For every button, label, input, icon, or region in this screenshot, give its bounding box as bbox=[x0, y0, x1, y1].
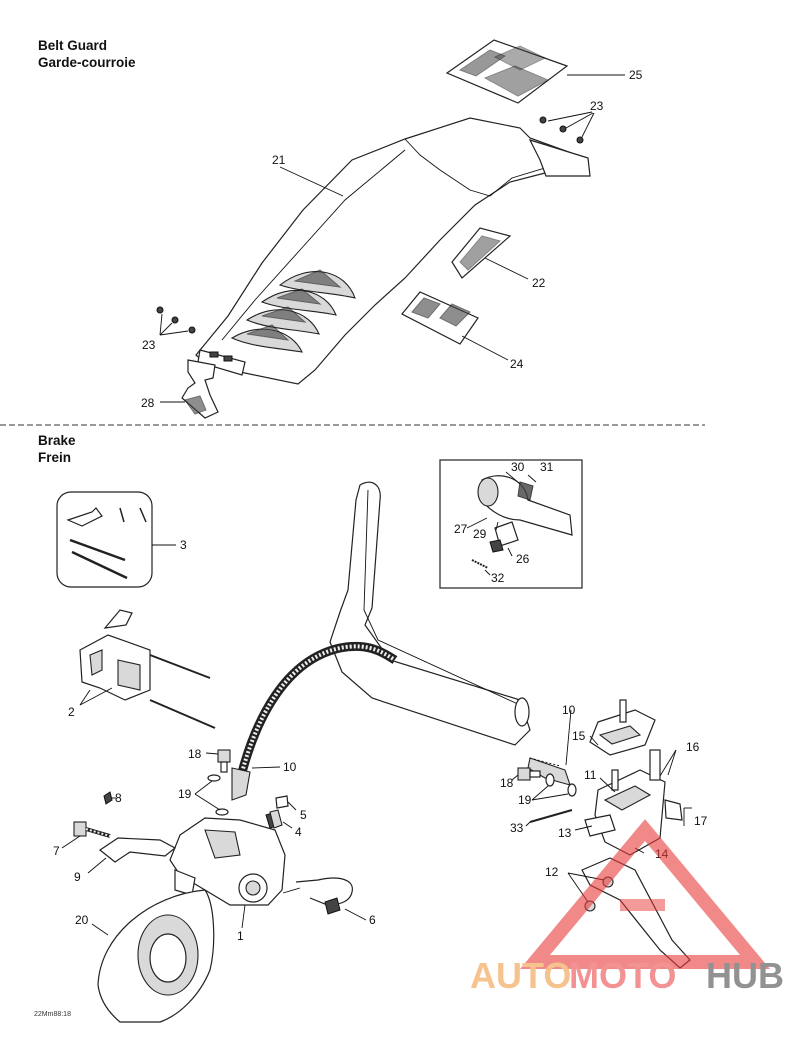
callout-33: 33 bbox=[510, 821, 524, 835]
belt-guard-title-fr: Garde-courroie bbox=[38, 55, 136, 70]
decal-25 bbox=[445, 39, 625, 104]
master-cylinder bbox=[574, 699, 692, 856]
washers-19-left bbox=[194, 774, 229, 816]
callout-16: 16 bbox=[686, 740, 700, 754]
washers-19-right bbox=[531, 773, 577, 801]
bleeder-4 bbox=[269, 809, 293, 829]
callout-31: 31 bbox=[540, 460, 554, 474]
callout-23-left: 23 bbox=[142, 338, 156, 352]
callout-10-right: 10 bbox=[562, 703, 576, 717]
bolt-18-right bbox=[511, 767, 541, 781]
callout-28: 28 bbox=[141, 396, 155, 410]
callout-20: 20 bbox=[75, 913, 89, 927]
callout-15: 15 bbox=[572, 729, 586, 743]
decal-22 bbox=[451, 227, 529, 280]
kit-box-3 bbox=[56, 491, 176, 588]
callout-4: 4 bbox=[295, 825, 302, 839]
bracket-2 bbox=[79, 609, 216, 729]
callout-6: 6 bbox=[369, 913, 376, 927]
watermark-moto: MOTO bbox=[569, 955, 676, 996]
callout-11: 11 bbox=[584, 768, 597, 782]
bolt-7 bbox=[61, 821, 111, 849]
brake-disc-20 bbox=[91, 889, 215, 1023]
callout-13: 13 bbox=[558, 826, 572, 840]
callout-9: 9 bbox=[74, 870, 81, 884]
caliper-1 bbox=[169, 811, 286, 929]
watermark-logo: AUTO MOTO HUB bbox=[470, 819, 784, 996]
bracket-28 bbox=[160, 359, 219, 419]
spring-clip-6 bbox=[282, 877, 367, 921]
brake-title: Brake Frein bbox=[38, 432, 76, 466]
switch-box bbox=[439, 459, 583, 589]
brake-title-fr: Frein bbox=[38, 450, 72, 465]
callout-26: 26 bbox=[516, 552, 530, 566]
callout-22: 22 bbox=[532, 276, 546, 290]
callout-21: 21 bbox=[272, 153, 286, 167]
callout-18-right: 18 bbox=[500, 776, 514, 790]
bolt-18-left bbox=[205, 749, 231, 773]
callout-29: 29 bbox=[473, 527, 487, 541]
callout-2: 2 bbox=[68, 705, 75, 719]
belt-guard-title-en: Belt Guard bbox=[38, 38, 108, 53]
screw-33 bbox=[525, 809, 573, 827]
fastener-23-left bbox=[156, 306, 196, 336]
watermark-auto: AUTO bbox=[470, 955, 571, 996]
callout-10-left: 10 bbox=[283, 760, 297, 774]
lever-9 bbox=[87, 837, 177, 874]
callout-3: 3 bbox=[180, 538, 187, 552]
brake-title-en: Brake bbox=[38, 433, 76, 448]
belt-guard-title: Belt Guard Garde-courroie bbox=[38, 37, 136, 71]
callout-24: 24 bbox=[510, 357, 524, 371]
callout-30: 30 bbox=[511, 460, 525, 474]
handlebar bbox=[329, 481, 531, 746]
fastener-23-top bbox=[539, 111, 595, 144]
callout-5: 5 bbox=[300, 808, 307, 822]
callout-25: 25 bbox=[629, 68, 643, 82]
nut-8 bbox=[103, 791, 116, 805]
brake-lever-12 bbox=[567, 857, 691, 969]
callout-12: 12 bbox=[545, 865, 559, 879]
callout-17: 17 bbox=[694, 814, 708, 828]
callout-27: 27 bbox=[454, 522, 468, 536]
callout-23-top: 23 bbox=[590, 99, 604, 113]
callout-7: 7 bbox=[53, 844, 60, 858]
watermark-hub: HUB bbox=[706, 955, 784, 996]
callout-1: 1 bbox=[237, 929, 244, 943]
callout-32: 32 bbox=[491, 571, 505, 585]
belt-guard-21 bbox=[195, 117, 591, 385]
callout-19-right: 19 bbox=[518, 793, 532, 807]
decal-24 bbox=[401, 291, 509, 361]
callout-8: 8 bbox=[115, 791, 122, 805]
cap-5 bbox=[275, 795, 297, 811]
brake-hose-10 bbox=[231, 642, 572, 801]
callout-19-left: 19 bbox=[178, 787, 192, 801]
callout-18-left: 18 bbox=[188, 747, 202, 761]
drawing-code: 22Mm88:18 bbox=[34, 1011, 71, 1018]
